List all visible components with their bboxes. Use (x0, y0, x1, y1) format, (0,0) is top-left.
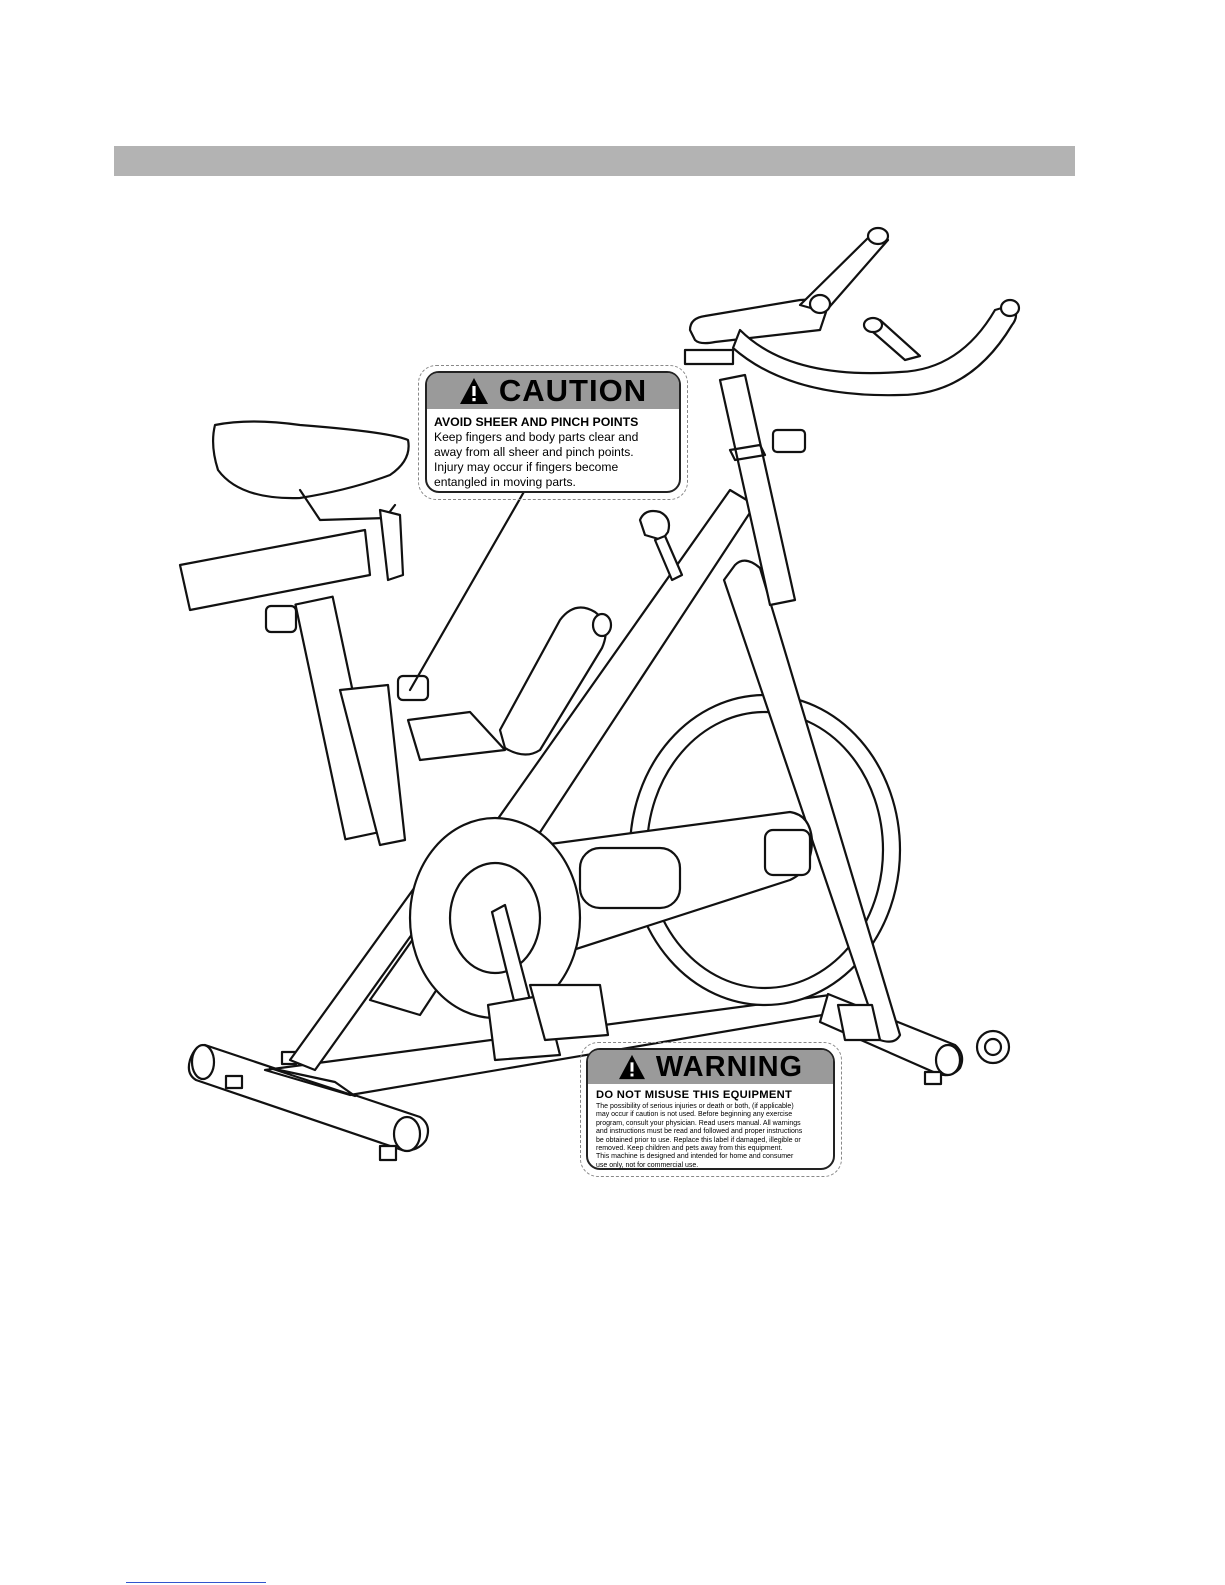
warning-line: and instructions must be read and follow… (596, 1128, 803, 1136)
rear-base-bar (187, 1043, 430, 1162)
front-fork (722, 559, 902, 1043)
caution-subheading: AVOID SHEER AND PINCH POINTS (434, 415, 639, 429)
caution-label-header: CAUTION (427, 373, 679, 409)
warning-line: may occur if caution is not used. Before… (596, 1111, 793, 1119)
warning-triangle-icon (618, 1054, 645, 1080)
warning-triangle-icon (459, 378, 488, 404)
warning-line: use only, not for commercial use. (596, 1161, 699, 1169)
warning-label: WARNING DO NOT MISUSE THIS EQUIPMENT The… (586, 1048, 835, 1170)
caution-heading: CAUTION (498, 373, 648, 408)
caution-line: Keep fingers and body parts clear and (434, 430, 639, 444)
warning-heading: WARNING (655, 1050, 804, 1083)
warning-label-outline (580, 1042, 842, 1177)
warning-line: The possibility of serious injuries or d… (596, 1103, 794, 1110)
caution-line: entangled in moving parts. (434, 475, 576, 489)
section-header-bar (114, 146, 1075, 176)
crank-and-pedals (406, 710, 610, 1062)
warning-line: be obtained prior to use. Replace this l… (596, 1136, 801, 1144)
adjustment-knobs (264, 428, 807, 702)
warning-line: removed. Keep children and pets away fro… (596, 1145, 783, 1153)
handlebar (683, 226, 1021, 397)
warning-subheading: DO NOT MISUSE THIS EQUIPMENT (596, 1089, 793, 1101)
warning-line: This machine is designed and intended fo… (596, 1153, 794, 1161)
seat (178, 420, 410, 847)
caution-line: Injury may occur if fingers become (434, 460, 619, 474)
water-bottle (498, 606, 613, 756)
caution-label-outline (418, 365, 688, 500)
caution-line: away from all sheer and pinch points. (434, 445, 634, 459)
caution-leader-line (408, 488, 527, 692)
footnote-rule (126, 1582, 266, 1583)
warning-line: program, consult your physician. Read us… (596, 1119, 801, 1127)
caution-body: Keep fingers and body parts clear and aw… (434, 430, 673, 490)
caution-label: CAUTION AVOID SHEER AND PINCH POINTS Kee… (425, 371, 681, 493)
warning-label-header: WARNING (588, 1050, 833, 1084)
warning-body: The possibility of serious injuries or d… (596, 1103, 827, 1170)
